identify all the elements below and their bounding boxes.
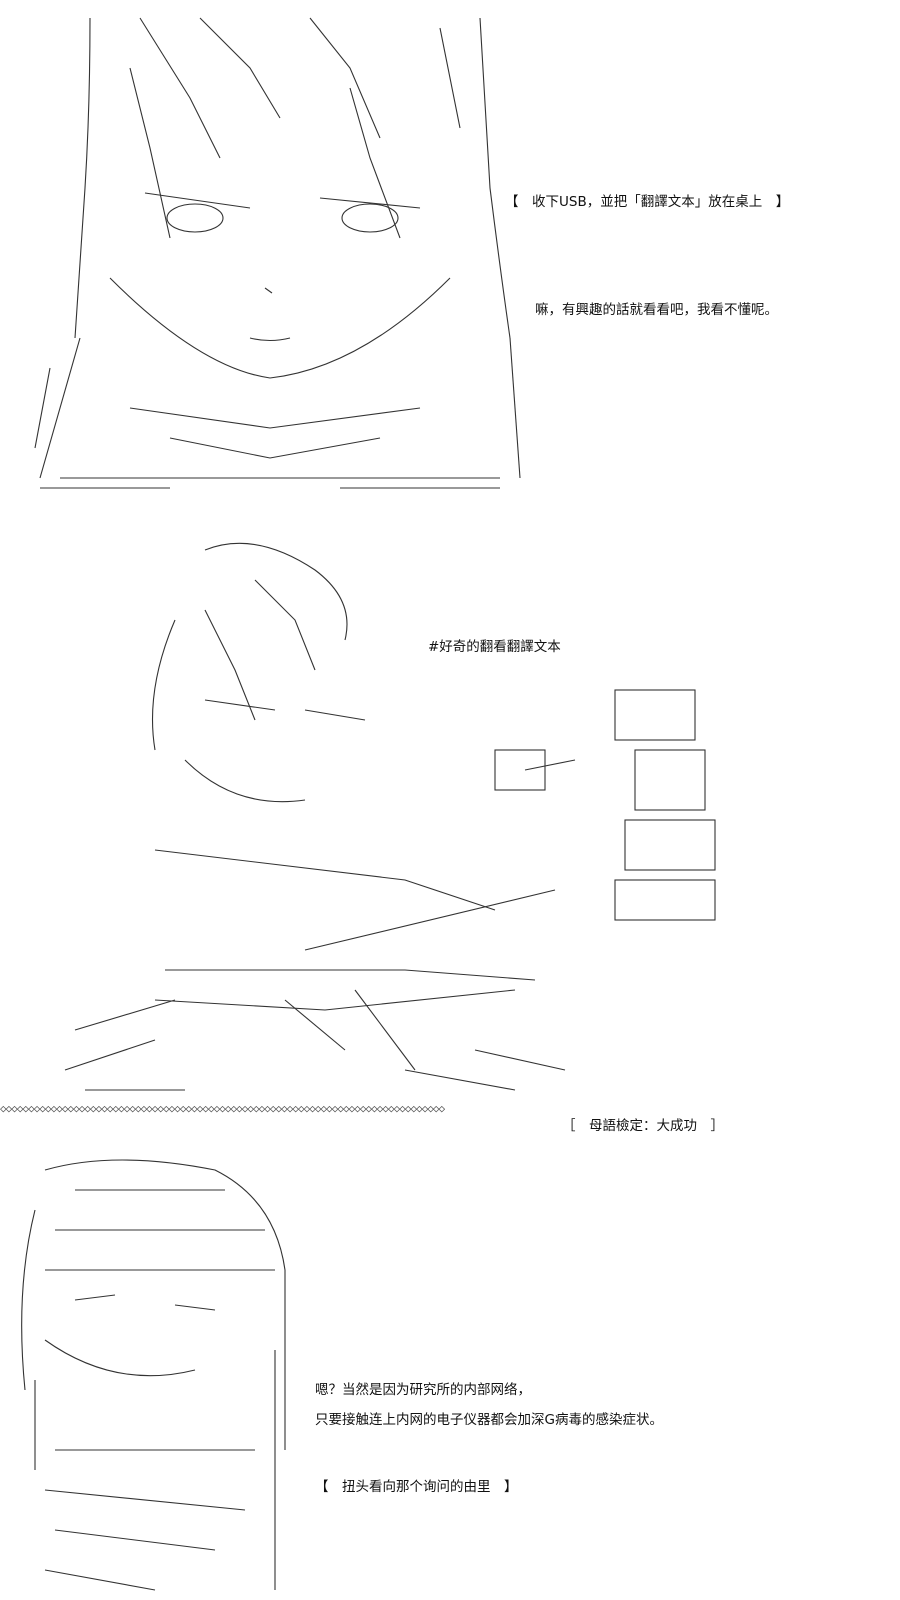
panel-2: #好奇的翻看翻譯文本 ［ 母語檢定：大成功 ］	[0, 520, 900, 1134]
panel-divider: ◇◇◇◇◇◇◇◇◇◇◇◇◇◇◇◇◇◇◇◇◇◇◇◇◇◇◇◇◇◇◇◇◇◇◇◇◇◇◇◇…	[0, 1102, 445, 1115]
status-caption: ［ 母語檢定：大成功 ］	[562, 1118, 724, 1134]
dialogue-text: 嘛，有興趣的話就看看吧，我看不懂呢。	[535, 302, 778, 318]
panel-3: 嗯？当然是因为研究所的内部网络， 只要接触连上内网的电子仪器都会加深G病毒的感染…	[0, 1140, 900, 1600]
panel-1: 【 收下USB，並把「翻譯文本」放在桌上 】 嘛，有興趣的話就看看吧，我看不懂呢…	[0, 0, 900, 500]
character-art-panel-3	[21, 1159, 286, 1591]
character-art-panel-1	[34, 17, 521, 489]
character-art-panel-2	[64, 542, 716, 1091]
dialogue-line-2: 只要接触连上内网的电子仪器都会加深G病毒的感染症状。	[315, 1412, 663, 1428]
action-caption-2: 【 扭头看向那个询问的由里 】	[315, 1479, 518, 1495]
hashtag-text: #好奇的翻看翻譯文本	[428, 639, 561, 655]
dialogue-line-1: 嗯？当然是因为研究所的内部网络，	[315, 1382, 531, 1398]
action-caption: 【 收下USB，並把「翻譯文本」放在桌上 】	[505, 194, 790, 210]
